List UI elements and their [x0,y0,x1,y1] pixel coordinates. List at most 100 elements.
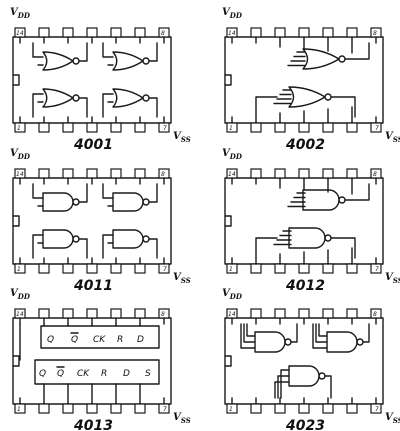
chip-notch [224,215,232,227]
pin-number-7: 7 [163,406,167,413]
pin-number-1: 1 [17,125,21,132]
wire [148,238,158,259]
nor-gate-4-bubble [142,94,150,102]
nand-gate-4-bubble [142,235,150,243]
vss-subscript: SS [393,276,400,285]
wire [148,97,158,118]
pin-top-9 [346,168,358,179]
nor-gate-2-bubble [142,57,150,65]
pin-bottom-4 [86,263,98,274]
chip-notch [12,355,20,367]
wire [274,381,290,399]
nand-gate-3 [288,365,320,387]
wire [32,42,44,58]
pin-bottom-6 [134,403,146,414]
nor-gate-3 [42,88,74,108]
wire [290,323,298,343]
pin-bottom-6 [346,122,358,133]
vdd-label: VDD [10,288,31,301]
vss-symbol: V [385,131,394,142]
pin-top-12 [274,168,286,179]
vdd-subscript: DD [17,11,31,20]
pin-top-11 [298,168,310,179]
nand-gate-2 [288,227,326,249]
vdd-subscript: DD [17,292,31,301]
vss-symbol: V [173,131,182,142]
pin-bottom-5 [322,122,334,133]
pin-bottom-3 [274,122,286,133]
pin-top-12 [62,168,74,179]
wire [344,42,370,60]
nand-gate-3-bubble [318,372,326,380]
nor-gate-1 [42,51,74,71]
pin-top-12 [274,308,286,319]
ff2-label-1: Q [57,369,64,379]
pin-number-14: 14 [16,30,24,37]
chip-body [224,317,384,405]
wire [315,323,328,343]
pin-number-14: 14 [228,311,236,318]
pin-bottom-6 [134,263,146,274]
chip-name: 4011 [73,278,113,294]
nand-gate-2-bubble [356,338,364,346]
wire [318,323,328,337]
wire [246,323,256,337]
chip-body [224,177,384,265]
wire [78,183,88,203]
ff2-label-0: Q [39,369,46,379]
vss-subscript: SS [393,135,400,144]
ff1-label-1: Q [71,335,78,345]
wire [330,96,356,118]
pin-top-11 [86,308,98,319]
pin-number-1: 1 [17,406,21,413]
chip-notch [12,74,20,86]
pin-top-13 [250,308,262,319]
chip-name: 4001 [73,137,113,153]
nor-gate-2 [288,86,326,108]
pin-bottom-4 [298,263,310,274]
wire [102,42,114,58]
nor-gate-1 [302,48,340,70]
pin-top-10 [110,168,122,179]
pin-top-13 [250,27,262,38]
ff2-label-4: D [123,369,130,379]
pin-bottom-5 [110,403,122,414]
chip-4002: VDDVSS148174002 [222,7,400,153]
vdd-subscript: DD [229,11,243,20]
pin-bottom-6 [346,263,358,274]
wire [277,375,290,399]
nor-gate-1-bubble [338,55,346,63]
vdd-label: VDD [10,148,31,161]
vdd-symbol: V [10,288,19,299]
nor-gate-2-bubble [324,93,332,101]
pin-top-10 [322,168,334,179]
nand-gate-1 [42,192,74,212]
pin-number-8: 8 [373,30,377,37]
pin-top-9 [346,308,358,319]
wire [312,323,328,349]
pin-bottom-5 [322,403,334,414]
pin-top-10 [110,308,122,319]
vdd-symbol: V [10,7,19,18]
pin-number-1: 1 [17,266,21,273]
pin-bottom-3 [274,263,286,274]
pin-bottom-6 [134,122,146,133]
pin-bottom-2 [38,403,50,414]
vss-label: VSS [173,131,191,144]
wire [102,183,114,199]
wire [255,237,278,259]
pin-top-13 [38,27,50,38]
chip-name: 4012 [285,278,325,294]
wire [330,237,356,259]
vss-label: VSS [173,412,191,425]
pin-bottom-4 [298,403,310,414]
vdd-subscript: DD [229,292,243,301]
vss-label: VSS [385,272,400,285]
pin-number-1: 1 [229,266,233,273]
vss-subscript: SS [393,416,400,425]
wire [148,183,158,203]
pin-number-7: 7 [375,266,379,273]
